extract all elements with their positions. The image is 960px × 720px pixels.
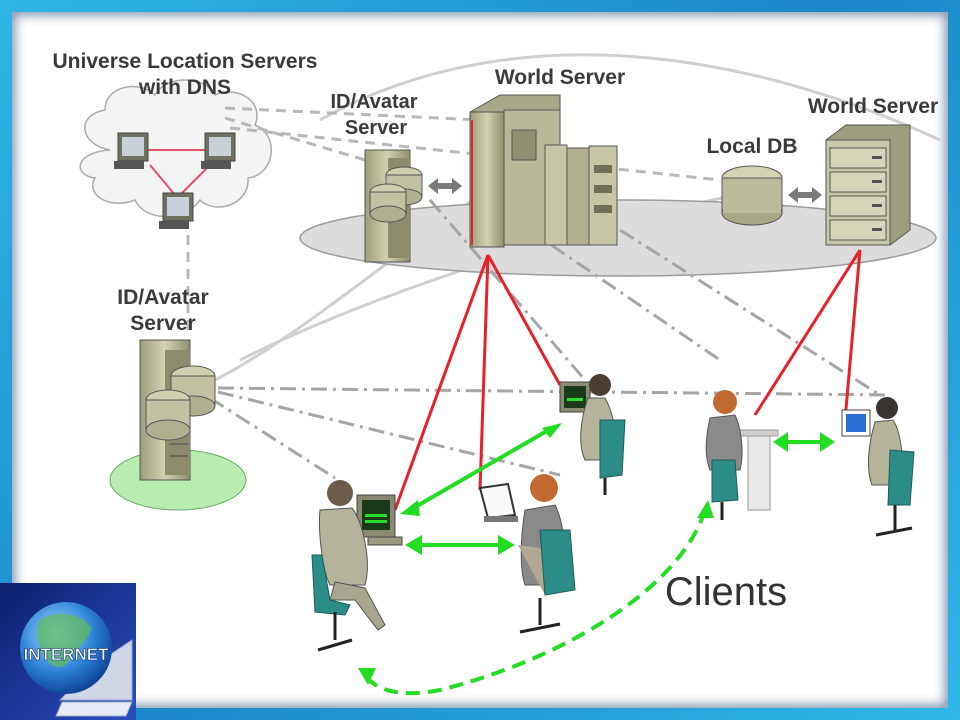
uls-label-line1: Universe Location Servers [53, 50, 318, 73]
world-server-right-label: World Server [808, 95, 938, 118]
red-links [393, 249, 862, 511]
world-server-right [825, 124, 911, 246]
dns-cloud [79, 79, 272, 229]
internet-logo-text: INTERNET [24, 645, 110, 664]
uls-label-line2: with DNS [138, 76, 231, 99]
world-server-center [469, 94, 618, 248]
idavatar-left-label-line2: Server [130, 312, 195, 335]
idavatar-server-top [364, 149, 423, 263]
location-server-monitor [159, 192, 194, 229]
idserver-world-arrow [428, 178, 462, 194]
client-back-right-woman [705, 390, 779, 520]
idavatar-top-label-line1: ID/Avatar [330, 91, 417, 113]
location-server-monitor [114, 132, 149, 169]
world-server-center-label: World Server [495, 66, 625, 89]
idavatar-server-left [109, 339, 247, 511]
db-world-arrow [788, 187, 822, 203]
client-front-left [311, 480, 403, 652]
clients-label: Clients [665, 570, 787, 614]
green-links [363, 426, 823, 696]
client-front-center [478, 474, 576, 634]
idavatar-left-label-line1: ID/Avatar [117, 286, 208, 309]
client-back-center [559, 374, 626, 495]
local-db [721, 165, 783, 226]
local-db-label: Local DB [706, 135, 797, 158]
idavatar-top-label-line2: Server [345, 117, 407, 139]
client-back-right-man [841, 397, 915, 537]
green-arrowheads [358, 423, 835, 685]
location-server-monitor [201, 132, 236, 169]
internet-logo: INTERNET [0, 583, 136, 720]
